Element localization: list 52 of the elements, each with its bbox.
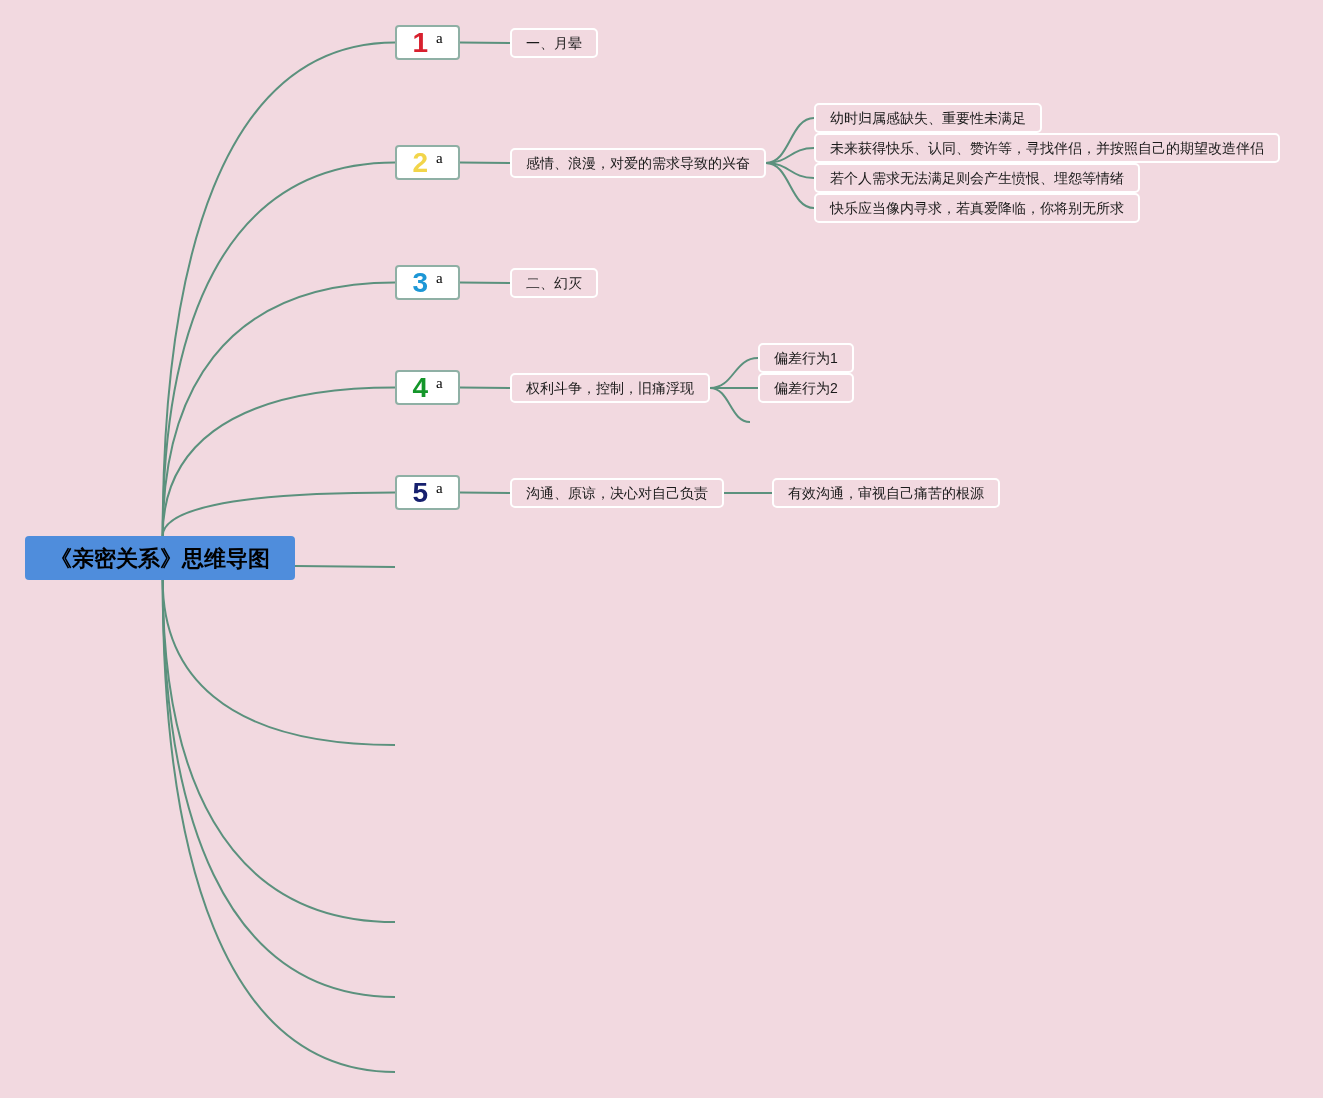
topic-text: a: [435, 271, 443, 286]
topic-text: a: [435, 31, 443, 46]
number-label: 4: [412, 373, 428, 402]
topic-text: a: [435, 151, 443, 166]
branch-line: [459, 386, 511, 389]
branch-line: [765, 162, 815, 209]
topic-text: a: [435, 481, 443, 496]
title-text: 《亲密关系》思维导图: [50, 544, 270, 573]
subtopic-box: [814, 163, 1140, 193]
branch-line: [294, 565, 396, 568]
number-topic: [395, 265, 460, 300]
subtopic-box: [814, 193, 1140, 223]
topic-text: 若个人需求无法满足则会产生愤恨、埋怨等情绪: [830, 168, 1124, 188]
topic-text: 权利斗争，控制，旧痛浮现: [526, 378, 694, 398]
subtopic-box: [510, 28, 598, 58]
subtopic-box: [814, 133, 1280, 163]
number-label: 3: [412, 268, 428, 297]
branch-line: [161, 579, 396, 1073]
subtopic-box: [814, 103, 1042, 133]
topic-text: a: [435, 376, 443, 391]
number-label: 5: [412, 478, 428, 507]
number-topic: [395, 25, 460, 60]
subtopic-box: [772, 478, 1000, 508]
topic-text: 有效沟通，审视自己痛苦的根源: [788, 483, 984, 503]
number-label: 2: [412, 148, 428, 177]
number-topic: [395, 145, 460, 180]
branch-line: [459, 161, 511, 164]
topic-text: 偏差行为2: [774, 378, 838, 398]
topic-text: 一、月晕: [526, 33, 582, 53]
number-topic: [395, 370, 460, 405]
subtopic-box: [510, 268, 598, 298]
branch-line: [459, 281, 511, 284]
branch-line: [723, 492, 773, 494]
branch-line: [709, 387, 751, 423]
topic-text: 感情、浪漫，对爱的需求导致的兴奋: [526, 153, 750, 173]
number-topic: [395, 475, 460, 510]
subtopic-box: [510, 373, 710, 403]
topic-text: 快乐应当像内寻求，若真爱降临，你将别无所求: [830, 198, 1124, 218]
subtopic-box: [510, 478, 724, 508]
topic-text: 二、幻灭: [526, 273, 582, 293]
subtopic-box: [758, 343, 854, 373]
subtopic-box: [510, 148, 766, 178]
branch-line: [459, 41, 511, 44]
central-topic: [25, 536, 295, 580]
topic-text: 沟通、原谅，决心对自己负责: [526, 483, 708, 503]
topic-text: 偏差行为1: [774, 348, 838, 368]
subtopic-box: [758, 373, 854, 403]
topic-text: 幼时归属感缺失、重要性未满足: [830, 108, 1026, 128]
topic-text: 未来获得快乐、认同、赞许等，寻找伴侣，并按照自己的期望改造伴侣: [830, 138, 1264, 158]
number-label: 1: [412, 28, 428, 57]
branch-line: [161, 491, 396, 537]
branch-line: [459, 491, 511, 494]
